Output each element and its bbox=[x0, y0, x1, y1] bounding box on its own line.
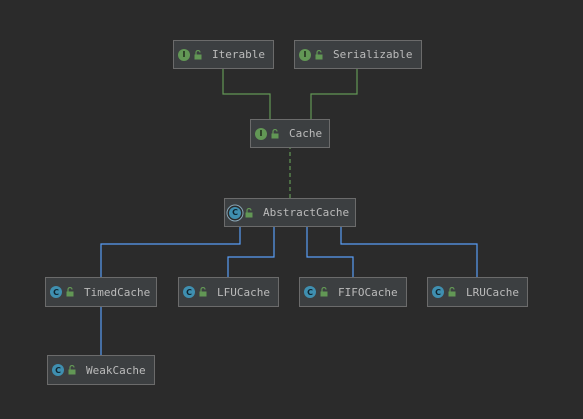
node-lrucache[interactable]: C LRUCache bbox=[427, 277, 528, 307]
interface-icon: I bbox=[299, 48, 311, 61]
unlocked-icon bbox=[199, 287, 207, 297]
node-lfucache[interactable]: C LFUCache bbox=[178, 277, 279, 307]
edge-lfucache-to-abstractcache bbox=[227, 218, 279, 277]
node-cache[interactable]: I Cache bbox=[250, 119, 330, 148]
unlocked-icon bbox=[448, 287, 456, 297]
node-serializable[interactable]: I Serializable bbox=[294, 40, 422, 69]
interface-icon: I bbox=[178, 48, 190, 61]
class-icon: C bbox=[304, 286, 316, 298]
edge-cache-to-serializable bbox=[310, 60, 362, 119]
node-timedcache[interactable]: C TimedCache bbox=[45, 277, 157, 307]
unlocked-icon bbox=[315, 49, 323, 59]
edge-lrucache-to-abstractcache bbox=[336, 218, 478, 277]
unlocked-icon bbox=[66, 287, 74, 297]
node-label: WeakCache bbox=[86, 363, 146, 377]
node-label: AbstractCache bbox=[263, 206, 350, 219]
node-weakcache[interactable]: C WeakCache bbox=[47, 355, 155, 385]
class-icon: C bbox=[183, 286, 195, 298]
node-label: LFUCache bbox=[217, 285, 270, 299]
unlocked-icon bbox=[194, 49, 202, 59]
unlocked-icon bbox=[271, 128, 279, 138]
unlocked-icon bbox=[68, 365, 76, 375]
edge-timedcache-to-abstractcache bbox=[100, 218, 245, 277]
node-abstractcache[interactable]: C AbstractCache bbox=[224, 198, 356, 227]
edge-cache-to-iterable bbox=[218, 60, 271, 119]
unlocked-icon bbox=[320, 287, 328, 297]
node-fifocache[interactable]: C FIFOCache bbox=[299, 277, 407, 307]
node-label: FIFOCache bbox=[338, 285, 398, 299]
node-label: TimedCache bbox=[84, 285, 151, 299]
class-icon: C bbox=[50, 286, 62, 298]
node-label: Serializable bbox=[333, 48, 413, 61]
class-icon: C bbox=[432, 286, 444, 298]
node-label: Iterable bbox=[212, 48, 265, 61]
node-iterable[interactable]: I Iterable bbox=[173, 40, 274, 69]
class-icon: C bbox=[52, 364, 64, 376]
abstract-class-icon: C bbox=[229, 206, 241, 219]
interface-icon: I bbox=[255, 127, 267, 140]
node-label: Cache bbox=[289, 127, 323, 140]
unlocked-icon bbox=[245, 207, 253, 217]
edge-fifocache-to-abstractcache bbox=[302, 218, 354, 277]
node-label: LRUCache bbox=[466, 285, 519, 299]
